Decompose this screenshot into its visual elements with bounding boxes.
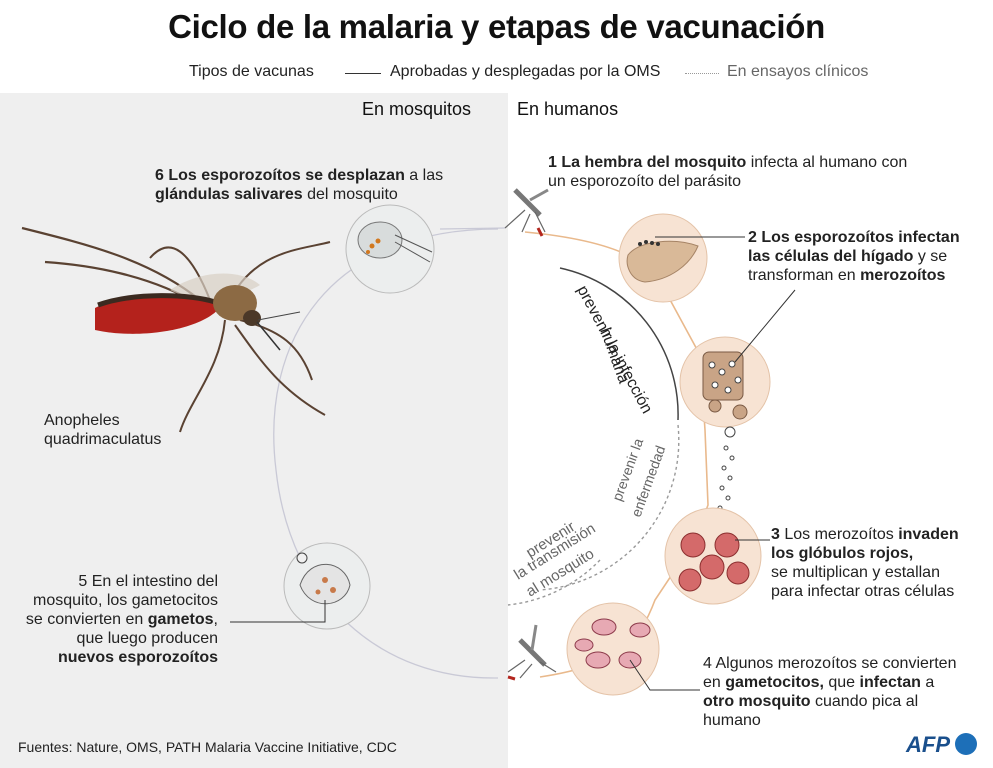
step-2-text: 2 Los esporozoítos infectan las células … [748, 228, 960, 285]
step-2-line-3: transforman en [748, 267, 861, 284]
leader-step2b [734, 289, 796, 363]
step-5-gametos: gametos [147, 611, 214, 628]
merozoite-dots [717, 426, 736, 519]
mosquito-gut-circle [283, 542, 371, 630]
legend-trials: En ensayos clínicos [727, 63, 869, 80]
step-3-text: 3 Los merozoítos invaden los glóbulos ro… [771, 525, 959, 601]
step-3-line-4: para infectar otras células [771, 583, 955, 600]
step-1-text: 1 La hembra del mosquito infecta al huma… [548, 153, 907, 191]
step-6-rest-2: del mosquito [302, 186, 398, 203]
sources-footnote: Fuentes: Nature, OMS, PATH Malaria Vacci… [18, 739, 397, 755]
small-mosquito-top [504, 188, 549, 237]
step-2-line-1: 2 Los esporozoítos infectan [748, 229, 960, 246]
step-3-rest: Los merozoítos [779, 526, 899, 543]
step-3-bold-2: los glóbulos rojos, [771, 545, 914, 562]
step-6-bold-2: glándulas salivares [155, 186, 303, 203]
legend-approved: Aprobadas y desplegadas por la OMS [390, 63, 661, 80]
step-5-line-2: mosquito, los gametocitos [33, 592, 218, 609]
mosquito-panel [0, 93, 508, 768]
salivary-gland-circle [345, 204, 435, 294]
afp-logo-dot-icon [955, 733, 977, 755]
step-4-otro-mosquito: otro mosquito [703, 693, 811, 710]
afp-logo: AFP [906, 732, 950, 757]
step-3-line-3: se multiplican y estallan [771, 564, 940, 581]
step-5-text: 5 En el intestino del mosquito, los game… [25, 573, 218, 666]
step-1-rest: infecta al humano con [746, 154, 908, 171]
prevent-infection-arc [559, 267, 679, 421]
prevent-disease-arc [539, 424, 680, 591]
step-3-bold: invaden [898, 526, 959, 543]
step-1-line-2: un esporozoíto del parásito [548, 173, 742, 190]
step-4-text: 4 Algunos merozoítos se convierten en ga… [703, 655, 957, 729]
small-mosquito-bottom [507, 624, 557, 681]
arc-arrow-line [439, 227, 506, 230]
legend-solid-line [345, 73, 381, 74]
step-4-gametocitos: gametocitos, [725, 674, 824, 691]
column-header-human: En humanos [517, 99, 619, 119]
leader-step4 [629, 659, 700, 691]
step-1-number: 1 [548, 154, 557, 171]
step-2-bold: las células del hígado [748, 248, 914, 265]
step-4-infectan: infectan [859, 674, 921, 691]
species-line-2: quadrimaculatus [44, 431, 162, 448]
step-6-text: 6 Los esporozoítos se desplazan a las gl… [155, 166, 443, 204]
step-6-bold: 6 Los esporozoítos se desplazan [155, 167, 405, 184]
step-5-line-4: que luego producen [76, 630, 218, 647]
page-title: Ciclo de la malaria y etapas de vacunaci… [168, 8, 825, 45]
anopheles-mosquito-illustration [21, 226, 331, 433]
step-1-bold: La hembra del mosquito [561, 154, 747, 171]
leader-step5 [230, 600, 326, 623]
column-header-mosquito: En mosquitos [362, 99, 472, 119]
species-label: Anopheles quadrimaculatus [44, 411, 161, 449]
step-4-line-1: 4 Algunos merozoítos se convierten [703, 655, 957, 672]
step-6-rest: a las [404, 167, 444, 184]
step-5-line-1: 5 En el intestino del [78, 573, 218, 590]
step-2-merozoites: merozoítos [860, 267, 946, 284]
step-5-bold: nuevos esporozoítos [57, 649, 218, 666]
liver-circle [618, 213, 708, 303]
legend-dotted-line [685, 73, 719, 74]
step-2-rest: y se [913, 248, 948, 265]
liver-cell-circle [679, 336, 771, 428]
red-blood-cells-circle [664, 507, 762, 605]
step-3-number: 3 [771, 526, 780, 543]
gametocytes-circle [566, 602, 660, 696]
species-line-1: Anopheles [44, 412, 120, 429]
legend-header: Tipos de vacunas [189, 63, 314, 80]
step-4-line-4: humano [703, 712, 761, 729]
